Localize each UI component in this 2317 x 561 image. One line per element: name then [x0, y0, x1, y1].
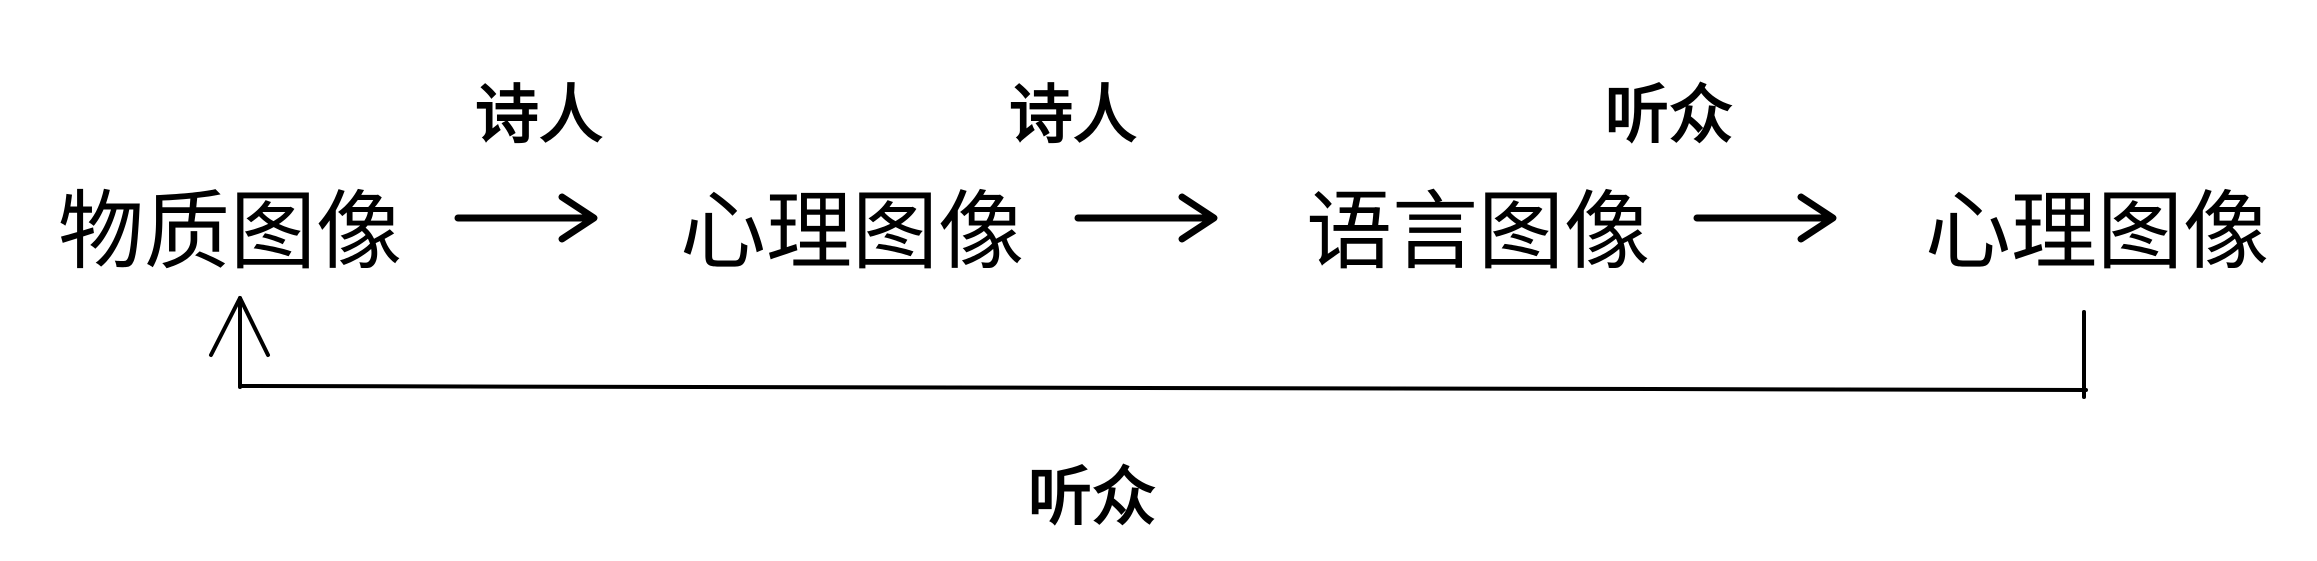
feedback-label-audience: 听众: [1028, 461, 1156, 535]
arrow-3: [1693, 193, 1837, 243]
arrow-label-poet-2: 诗人: [1009, 79, 1137, 153]
arrow-1: [454, 193, 598, 243]
node-mental-image-1: 心理图像: [680, 182, 1024, 282]
arrow-label-audience-1: 听众: [1605, 79, 1733, 153]
feedback-loop: [209, 296, 2088, 399]
node-mental-image-2: 心理图像: [1925, 182, 2269, 282]
node-material-image: 物质图像: [58, 182, 402, 282]
node-verbal-image: 语言图像: [1306, 182, 1650, 282]
arrow-2: [1074, 193, 1218, 243]
arrow-label-poet-1: 诗人: [475, 79, 603, 153]
